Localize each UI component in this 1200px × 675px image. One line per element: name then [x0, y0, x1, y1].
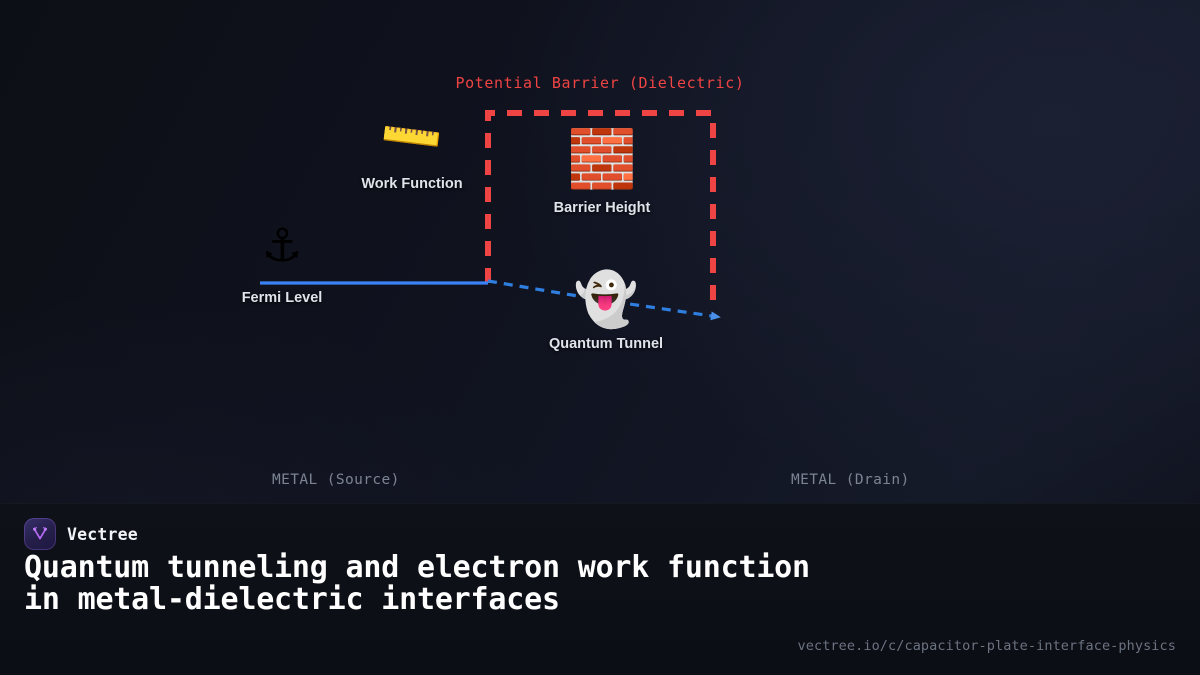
- node-work-function-label: Work Function: [361, 176, 463, 192]
- anchor-icon: ⚓: [261, 218, 303, 272]
- brand[interactable]: Vectree: [24, 518, 138, 550]
- brick-wall-icon: 🧱: [567, 127, 637, 192]
- energy-band-diagram: Potential Barrier (Dielectric) ⚓ Fermi L…: [202, 74, 910, 488]
- barrier-title: Potential Barrier (Dielectric): [455, 74, 745, 92]
- node-work-function: 📏 Work Function: [332, 101, 492, 192]
- node-barrier-height: 🧱 Barrier Height: [522, 127, 682, 217]
- node-barrier-height-label: Barrier Height: [553, 200, 651, 216]
- brand-name: Vectree: [67, 524, 138, 544]
- node-fermi-level: ⚓ Fermi Level: [202, 222, 362, 306]
- node-fermi-level-label: Fermi Level: [241, 290, 323, 306]
- node-quantum-tunnel: 👻 Quantum Tunnel: [526, 274, 686, 352]
- ghost-icon: 👻: [573, 270, 639, 330]
- footer: Vectree Quantum tunneling and electron w…: [0, 503, 1200, 675]
- diagram-vectors: [260, 110, 721, 321]
- electrode-label-drain: METAL (Drain): [791, 472, 910, 488]
- page-title: Quantum tunneling and electron work func…: [24, 550, 810, 617]
- permalink: vectree.io/c/capacitor-plate-interface-p…: [797, 638, 1176, 654]
- potential-barrier-box: [485, 110, 716, 310]
- node-quantum-tunnel-label: Quantum Tunnel: [548, 336, 664, 352]
- vectree-logo-icon: [24, 518, 56, 550]
- tunneling-path: [487, 279, 721, 321]
- electrode-label-source: METAL (Source): [272, 472, 400, 488]
